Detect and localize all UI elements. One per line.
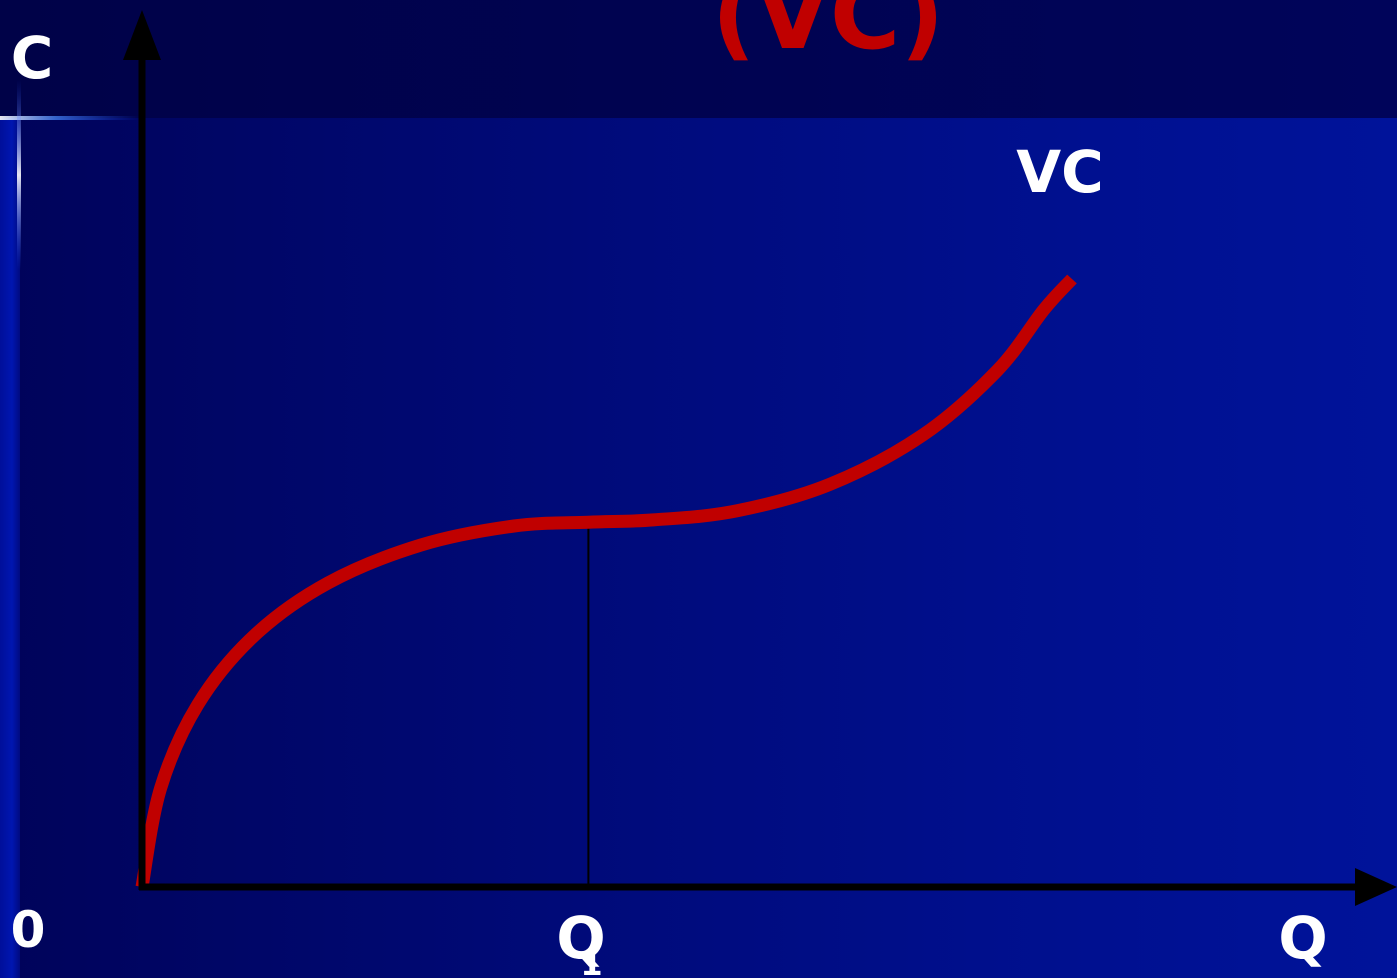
- title-band: [0, 0, 1397, 118]
- y-axis-label: C: [11, 24, 54, 92]
- origin-label: 0: [11, 901, 46, 959]
- left-accent-strip: [0, 118, 20, 978]
- x-tick-label-q1-subscript: 1: [580, 945, 602, 978]
- x-axis-arrow: [1355, 868, 1397, 906]
- x-tick-labels: Q1: [556, 904, 605, 978]
- vc-series-line: [135, 274, 1077, 889]
- chart-title: (VC): [712, 0, 945, 71]
- x-tick-label-q1: Q: [556, 904, 605, 972]
- y-axis-arrow: [123, 10, 161, 60]
- series-label-vc: VC: [1016, 138, 1103, 206]
- x-axis-label: Q: [1278, 904, 1327, 972]
- sparkle-decoration: [0, 80, 140, 270]
